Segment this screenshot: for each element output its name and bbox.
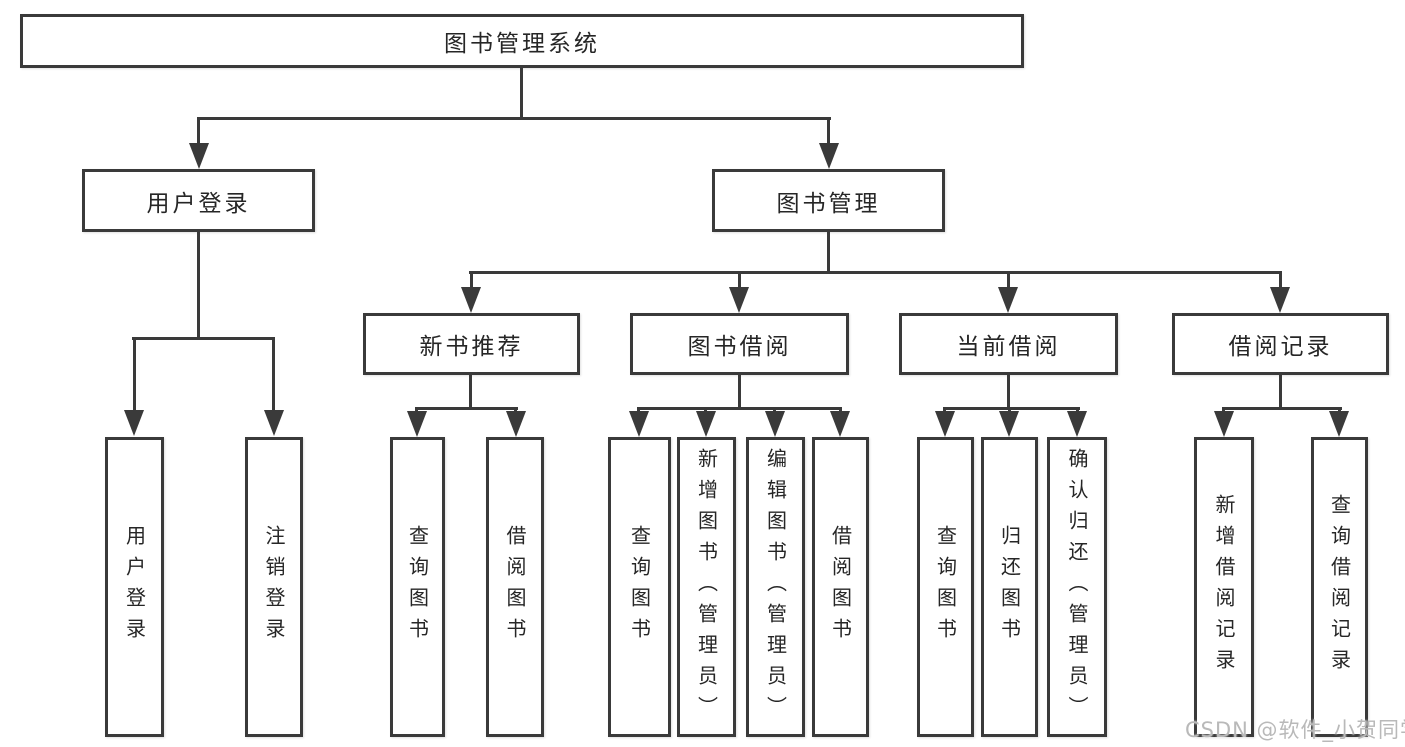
connector-line	[827, 230, 830, 273]
node-book-borrowing: 图书借阅	[630, 313, 849, 375]
arrow-down-icon	[1067, 411, 1087, 437]
arrow-down-icon	[189, 143, 209, 169]
node-current-borrowing: 当前借阅	[899, 313, 1118, 375]
connector-line	[415, 407, 518, 410]
leaf-add-borrow-record: 新增借阅记录	[1194, 437, 1254, 737]
connector-line	[520, 66, 523, 119]
connector-line	[272, 337, 275, 414]
connector-line	[1279, 373, 1282, 409]
connector-line	[1279, 271, 1282, 291]
arrow-down-icon	[264, 410, 284, 436]
leaf-user-login: 用户登录	[105, 437, 164, 737]
connector-line	[1007, 373, 1010, 409]
leaf-edit-books-admin: 编辑图书（管理员）	[746, 437, 805, 737]
connector-line	[943, 407, 1080, 410]
arrow-down-icon	[765, 411, 785, 437]
connector-line	[469, 373, 472, 409]
node-new-book-recommendation: 新书推荐	[363, 313, 580, 375]
leaf-query-books-current: 查询图书	[917, 437, 974, 737]
leaf-add-books-admin: 新增图书（管理员）	[677, 437, 736, 737]
connector-line	[197, 117, 831, 120]
arrow-down-icon	[1270, 287, 1290, 313]
arrow-down-icon	[1329, 411, 1349, 437]
connector-line	[738, 373, 741, 409]
arrow-down-icon	[999, 411, 1019, 437]
connector-line	[1007, 271, 1010, 291]
arrow-down-icon	[819, 143, 839, 169]
leaf-return-books: 归还图书	[981, 437, 1038, 737]
node-user-login: 用户登录	[82, 169, 315, 232]
connector-line	[827, 117, 830, 148]
leaf-borrow-books-recommend: 借阅图书	[486, 437, 544, 737]
connector-line	[197, 117, 200, 148]
connector-line	[738, 271, 741, 291]
connector-line	[197, 230, 200, 339]
node-borrowing-records: 借阅记录	[1172, 313, 1389, 375]
watermark: CSDN @软件_小贺同学	[1185, 718, 1405, 742]
connector-line	[1222, 407, 1342, 410]
arrow-down-icon	[998, 287, 1018, 313]
connector-line	[470, 271, 473, 291]
arrow-down-icon	[935, 411, 955, 437]
leaf-confirm-return-admin: 确认归还（管理员）	[1047, 437, 1107, 737]
arrow-down-icon	[830, 411, 850, 437]
node-library-management-system: 图书管理系统	[20, 14, 1024, 68]
arrow-down-icon	[407, 411, 427, 437]
connector-line	[637, 407, 842, 410]
arrow-down-icon	[1214, 411, 1234, 437]
leaf-query-borrow-record: 查询借阅记录	[1311, 437, 1368, 737]
arrow-down-icon	[629, 411, 649, 437]
arrow-down-icon	[124, 410, 144, 436]
connector-line	[133, 337, 136, 414]
leaf-query-books-recommend: 查询图书	[390, 437, 445, 737]
arrow-down-icon	[696, 411, 716, 437]
arrow-down-icon	[506, 411, 526, 437]
connector-line	[132, 337, 275, 340]
arrow-down-icon	[729, 287, 749, 313]
leaf-query-books-borrow: 查询图书	[608, 437, 671, 737]
leaf-logout: 注销登录	[245, 437, 303, 737]
leaf-borrow-books: 借阅图书	[812, 437, 869, 737]
connector-line	[469, 271, 1282, 274]
arrow-down-icon	[461, 287, 481, 313]
node-book-management: 图书管理	[712, 169, 945, 232]
